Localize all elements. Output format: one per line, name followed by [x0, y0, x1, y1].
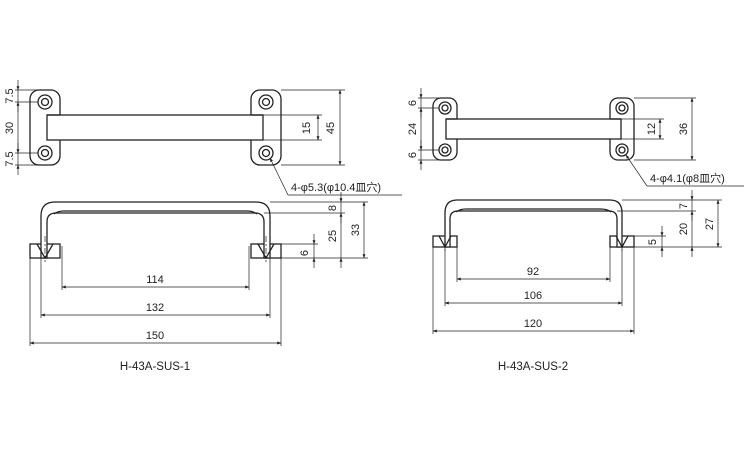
dim-hole-pitch: 24: [407, 123, 419, 135]
dim-grip-height: 20: [678, 223, 690, 235]
handle-profile: [40, 201, 271, 259]
drawing-1-caption: H-43A-SUS-1: [120, 361, 190, 373]
dim-bottom-edge: 6: [407, 152, 419, 158]
dim-hole-distance: 132: [146, 302, 164, 314]
drawing-2-caption: H-43A-SUS-2: [498, 361, 568, 373]
mounting-holes: [37, 94, 274, 161]
dim-foot-height: 6: [299, 250, 311, 256]
handle-bar: [46, 114, 264, 141]
top-view-2: 6 24 6 12 36 4-φ4.1(φ8皿穴): [407, 88, 744, 187]
dim-inner-length: 114: [146, 274, 164, 286]
handle-bar: [445, 118, 622, 140]
dim-bar-width: 15: [301, 122, 313, 134]
dim-overall-length: 120: [524, 318, 542, 330]
side-view-1: 114 132 150 8 25 33 6: [29, 192, 368, 346]
dim-bottom-edge: 7.5: [4, 151, 16, 166]
side-view-2: 92 106 120 7 20 27 5: [432, 190, 722, 334]
top-view-1: 7.5 30 7.5 15 45 4-φ5.3(φ10.4皿穴): [4, 80, 402, 196]
dim-hole-distance: 106: [524, 290, 542, 302]
drawing-1: 7.5 30 7.5 15 45 4-φ5.3(φ10.4皿穴): [4, 80, 402, 373]
hole-callout: 4-φ4.1(φ8皿穴): [650, 171, 725, 185]
handle-profile: [444, 199, 623, 248]
dim-top-edge: 7.5: [4, 88, 16, 103]
dim-foot-height: 5: [647, 239, 659, 245]
dim-bar-width: 12: [646, 123, 658, 135]
dim-overall-length: 150: [146, 330, 164, 342]
hole-callout: 4-φ5.3(φ10.4皿穴): [291, 180, 381, 194]
dim-total-height: 27: [704, 218, 716, 230]
dim-thickness: 8: [327, 205, 339, 211]
dim-grip-height: 25: [327, 230, 339, 242]
dim-thickness: 7: [678, 203, 690, 209]
drawing-2: 6 24 6 12 36 4-φ4.1(φ8皿穴): [407, 88, 744, 373]
dim-top-edge: 6: [407, 100, 419, 106]
dim-overall-width: 45: [325, 122, 337, 134]
dim-inner-length: 92: [527, 266, 539, 278]
dim-total-height: 33: [350, 224, 362, 236]
dim-hole-pitch: 30: [4, 122, 16, 134]
mounting-holes: [438, 101, 629, 157]
dim-overall-width: 36: [678, 123, 690, 135]
